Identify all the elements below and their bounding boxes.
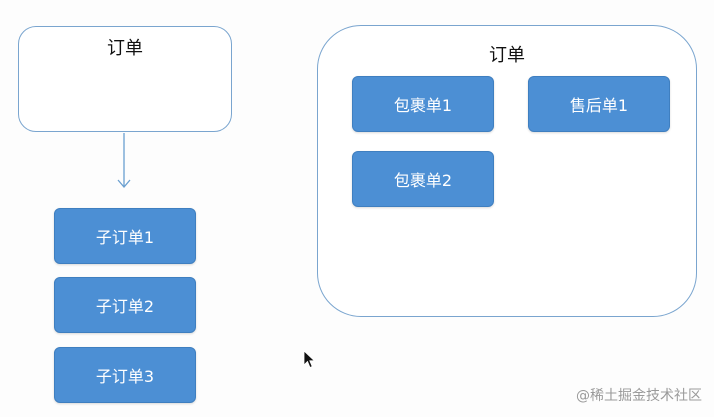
- package-node-1: 包裹单1: [352, 76, 494, 132]
- package-node-2: 包裹单2: [352, 151, 494, 207]
- mouse-pointer-icon: [303, 350, 316, 369]
- sub-order-node-2: 子订单2: [54, 277, 196, 333]
- watermark: @稀土掘金技术社区: [576, 388, 702, 404]
- order-box-title: 订单: [107, 38, 143, 59]
- order-container-title: 订单: [489, 45, 525, 66]
- after-sales-node-1: 售后单1: [528, 76, 670, 132]
- sub-order-node-3: 子订单3: [54, 347, 196, 403]
- sub-order-node-1: 子订单1: [54, 208, 196, 264]
- order-box: 订单: [18, 26, 232, 132]
